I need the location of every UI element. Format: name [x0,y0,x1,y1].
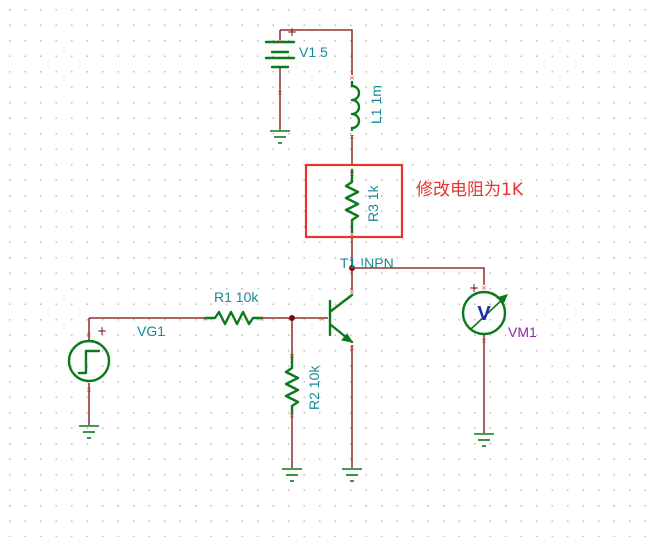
svg-text:×: × [319,315,325,323]
label-r2: R2 10k [306,365,322,410]
svg-text:×: × [349,231,355,239]
label-v1: V1 5 [299,44,328,60]
voltmeter-letter: V [477,303,491,325]
svg-text:×: × [481,284,487,292]
svg-text:+: + [287,25,297,39]
annotation-note: 修改电阻为1K [416,180,524,200]
svg-text:×: × [86,331,92,339]
svg-text:×: × [289,352,295,360]
svg-text:×: × [259,315,265,323]
label-l1: L1 1m [368,85,384,124]
highlight-box [304,163,404,239]
ground-vm1 [474,433,494,447]
svg-text:×: × [277,38,283,46]
label-t1: T1 !NPN [340,255,394,271]
svg-text:+: + [97,324,107,338]
voltmeter-vm1[interactable]: V + [461,281,508,336]
label-r1: R1 10k [214,289,259,305]
battery-v1[interactable]: + [264,25,297,130]
wires [88,29,485,468]
svg-text:×: × [86,386,92,394]
resistor-r1[interactable] [203,310,264,326]
svg-text:×: × [202,315,208,323]
svg-text:×: × [349,344,355,352]
inductor-l1[interactable] [350,80,361,132]
resistor-r3[interactable] [344,168,360,234]
junction-dot [349,265,355,271]
svg-text:×: × [349,74,355,82]
label-vg1: VG1 [137,323,165,339]
svg-text:×: × [277,89,283,97]
ground-r2 [282,468,302,482]
pin-markers: × × × × × × × × × × × × × × × × × [86,38,487,420]
svg-text:×: × [349,170,355,178]
svg-text:×: × [481,337,487,345]
transistor-t1[interactable] [322,293,354,344]
signal-generator-vg1[interactable]: + [67,324,111,383]
svg-text:×: × [349,288,355,296]
label-vm1: VM1 [508,324,537,340]
ground-vg1 [79,425,99,439]
svg-text:+: + [469,281,479,295]
label-r3: R3 1k [365,184,381,222]
svg-text:×: × [349,133,355,141]
svg-text:×: × [289,412,295,420]
junction-dot [289,315,295,321]
resistor-r2[interactable] [284,353,300,415]
ground-v1 [270,130,290,144]
ground-t1 [342,468,362,482]
